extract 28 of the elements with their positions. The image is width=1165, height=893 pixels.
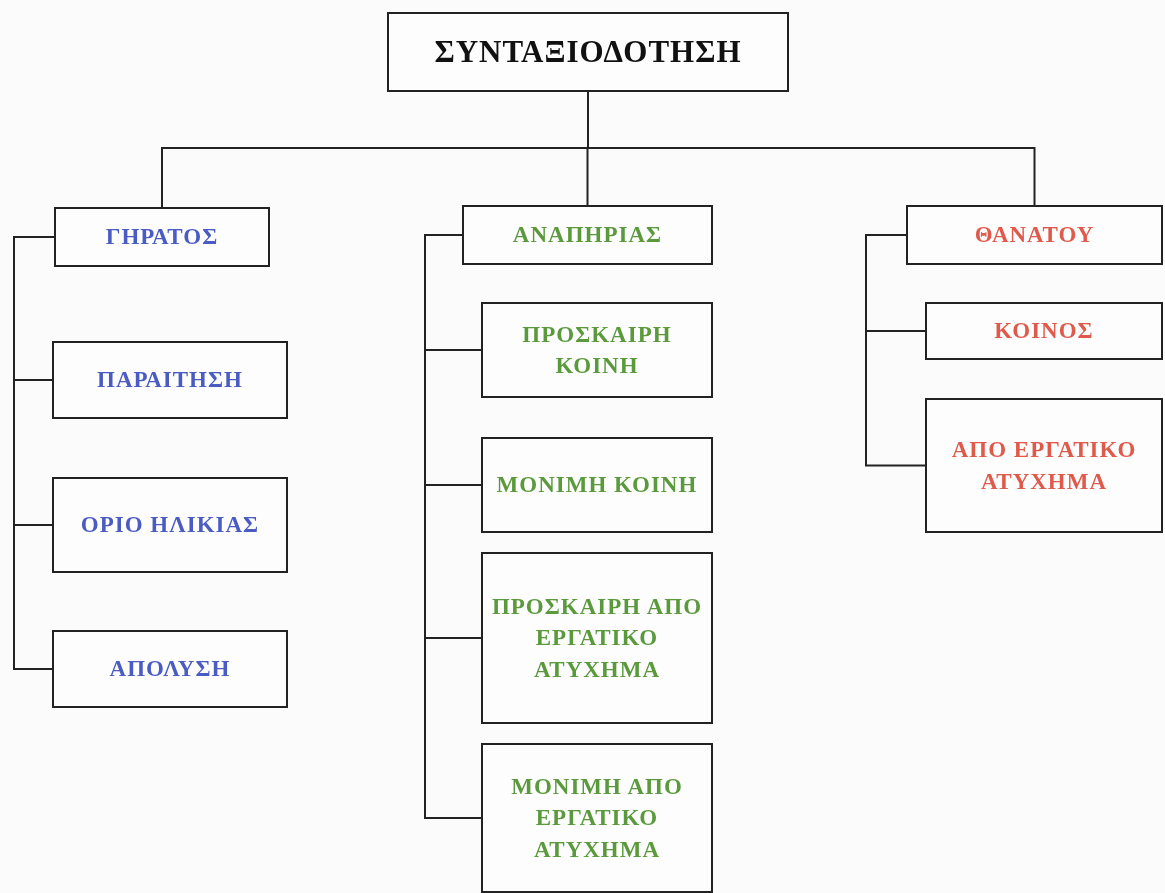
item-box (481, 743, 713, 893)
title-box (387, 12, 789, 92)
item-box (481, 552, 713, 724)
connector-line (424, 234, 482, 819)
node-label: ΘΑΝΑΤΟΥ (973, 221, 1096, 250)
node-label: ΜΟΝΙΜΗ ΚΟΙΝΗ (495, 471, 699, 500)
node-label: ΓΗΡΑΤΟΣ (104, 223, 220, 252)
category-box (54, 207, 270, 267)
node-label: ΣΥΝΤΑΞΙΟΔΟΤΗΣΗ (433, 32, 743, 71)
node-label: ΠΡΟΣΚΑΙΡΗ ΚΟΙΝΗ (521, 320, 673, 380)
item-box (481, 437, 713, 533)
node-label: ΠΡΟΣΚΑΙΡΗ ΑΠΟ ΕΡΓΑΤΙΚΟ ΑΤΥΧΗΜΑ (490, 592, 704, 684)
node-label: ΑΠΟ ΕΡΓΑΤΙΚΟ ΑΤΥΧΗΜΑ (950, 436, 1138, 496)
item-box (52, 477, 288, 573)
node-label: ΚΟΙΝΟΣ (993, 317, 1095, 346)
connector-line (865, 234, 926, 467)
node-label: ΟΡΙΟ ΗΛΙΚΙΑΣ (79, 511, 261, 540)
category-box (906, 205, 1163, 265)
item-box (52, 630, 288, 708)
node-label: ΠΑΡΑΙΤΗΣΗ (96, 366, 244, 395)
item-box (52, 341, 288, 419)
node-label: ΜΟΝΙΜΗ ΑΠΟ ΕΡΓΑΤΙΚΟ ΑΤΥΧΗΜΑ (510, 772, 684, 864)
category-box (462, 205, 713, 265)
item-box (925, 398, 1163, 533)
item-box (925, 302, 1163, 360)
item-box (481, 302, 713, 398)
node-label: ΑΠΟΛΥΣΗ (108, 655, 232, 684)
node-label: ΑΝΑΠΗΡΙΑΣ (511, 221, 664, 250)
